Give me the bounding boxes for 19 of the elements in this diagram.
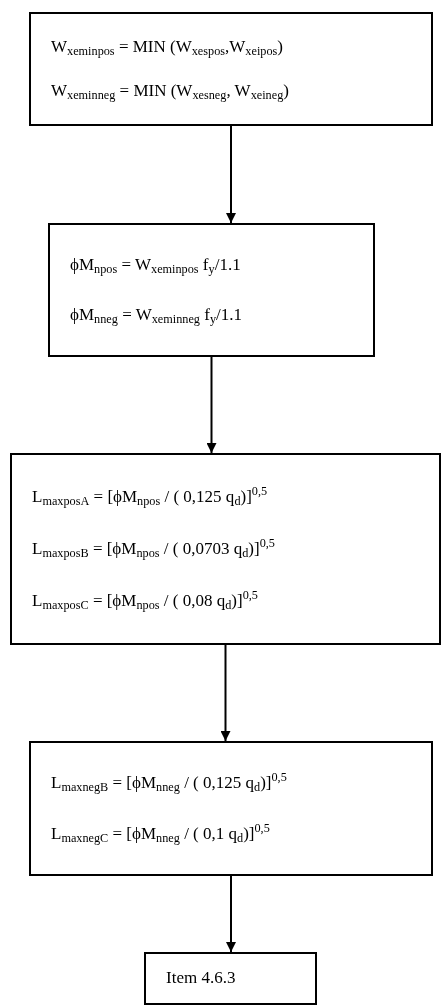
formula-text: L$_{maxnegB}$ = [ϕM$_{nneg}$ / ( 0,125 q$_{d}$)]$^{0,5}$	[51, 773, 288, 794]
formula-text: ϕM$_{npos}$ = W$_{xeminpos}$ f$_{y}$/1.1	[70, 254, 242, 276]
arrow	[226, 875, 236, 953]
formula-text: L$_{maxposC}$ = [ϕM$_{npos}$ / ( 0,08 q$_{d}$)]$^{0,5}$	[32, 590, 259, 612]
formula-text: W$_{xeminneg}$ = MIN (W$_{xesneg}$, W$_{xeineg}$)	[51, 80, 290, 101]
formula-box	[29, 12, 433, 126]
formula-text: Item 4.6.3	[166, 968, 237, 989]
arrow	[220, 644, 231, 742]
arrow	[226, 125, 236, 224]
formula-box	[144, 952, 317, 1005]
formula-box	[10, 453, 441, 645]
formula-text: ϕM$_{nneg}$ = W$_{xeminneg}$ f$_{y}$/1.1	[70, 304, 243, 326]
formula-text: W$_{xeminpos}$ = MIN (W$_{xespos}$,W$_{xeipos}$)	[51, 37, 284, 58]
formula-text: L$_{maxposA}$ = [ϕM$_{npos}$ / ( 0,125 q$_{d}$)]$^{0,5}$	[32, 486, 269, 508]
arrow	[206, 356, 217, 454]
formula-text: L$_{maxposB}$ = [ϕM$_{npos}$ / ( 0,0703 q$_{d}$)]$^{0,5}$	[32, 538, 276, 560]
formula-box	[29, 741, 433, 876]
formula-text: L$_{maxnegC}$ = [ϕM$_{nneg}$ / ( 0,1 q$_{d}$)]$^{0,5}$	[51, 823, 271, 844]
formula-box	[48, 223, 375, 357]
